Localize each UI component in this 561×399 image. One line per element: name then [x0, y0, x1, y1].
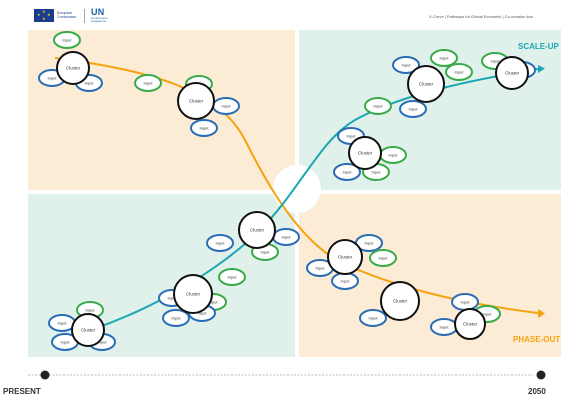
- present-label: PRESENT: [3, 387, 41, 396]
- input-label: Input: [282, 235, 292, 240]
- input-label: Input: [491, 59, 501, 64]
- timeline-end-handle[interactable]: [536, 370, 546, 380]
- input-label: Input: [98, 340, 108, 345]
- input-label: Input: [316, 266, 326, 271]
- input-label: Input: [200, 126, 210, 131]
- input-label: Input: [63, 38, 73, 43]
- cluster-node[interactable]: [407, 65, 445, 103]
- input-label: Input: [389, 153, 399, 158]
- phase-out-curve: [54, 57, 539, 314]
- input-node[interactable]: [333, 163, 361, 181]
- cluster-node[interactable]: [177, 82, 215, 120]
- cluster-node[interactable]: [56, 51, 90, 85]
- input-node[interactable]: [162, 309, 190, 327]
- input-label: Input: [198, 311, 208, 316]
- input-label: Input: [341, 279, 351, 284]
- cluster-node[interactable]: [495, 56, 529, 90]
- cluster-node[interactable]: [238, 211, 276, 249]
- input-label: Input: [343, 170, 353, 175]
- cluster-label: Cluster: [463, 322, 478, 327]
- cluster-label: Cluster: [81, 328, 96, 333]
- input-label: Input: [440, 325, 450, 330]
- scale-up-arrow-icon: [538, 65, 545, 73]
- input-label: Input: [58, 321, 68, 326]
- input-node[interactable]: [430, 49, 458, 67]
- input-label: Input: [85, 81, 95, 86]
- un-logo-subtext: environment programme: [91, 16, 108, 24]
- input-label: Input: [409, 107, 419, 112]
- phase-out-label: PHASE-OUT: [513, 335, 560, 344]
- input-label: Input: [228, 275, 238, 280]
- cluster-node[interactable]: [348, 136, 382, 170]
- cluster-label: Cluster: [338, 255, 353, 260]
- input-node[interactable]: [53, 31, 81, 49]
- input-node[interactable]: [190, 119, 218, 137]
- cluster-label: Cluster: [189, 99, 204, 104]
- input-node[interactable]: [364, 97, 392, 115]
- input-node[interactable]: [218, 268, 246, 286]
- cluster-label: Cluster: [419, 82, 434, 87]
- scale-up-label: SCALE-UP: [518, 42, 560, 51]
- input-node[interactable]: [369, 249, 397, 267]
- cluster-label: Cluster: [186, 292, 201, 297]
- cluster-node[interactable]: [71, 313, 105, 347]
- header-divider: [84, 9, 85, 23]
- cluster-label: Cluster: [250, 228, 265, 233]
- input-label: Input: [61, 340, 71, 345]
- quadrant-top-right: [299, 30, 561, 190]
- timeline-start-handle[interactable]: [40, 370, 50, 380]
- un-logo: UN: [91, 7, 105, 17]
- cluster-node[interactable]: [327, 239, 363, 275]
- input-label: Input: [379, 256, 389, 261]
- input-label: Input: [372, 170, 382, 175]
- eu-logo-text: European Commission: [57, 11, 77, 19]
- input-label: Input: [483, 312, 493, 317]
- input-label: Input: [455, 70, 465, 75]
- timeline-bar: [28, 370, 546, 380]
- input-node[interactable]: [134, 74, 162, 92]
- timeline: PRESENT 2050: [0, 356, 561, 399]
- cluster-label: Cluster: [505, 71, 520, 76]
- input-label: Input: [261, 250, 271, 255]
- input-label: Input: [402, 63, 412, 68]
- input-node[interactable]: [399, 100, 427, 118]
- input-label: Input: [209, 300, 219, 305]
- cluster-label: Cluster: [66, 66, 81, 71]
- end-year-label: 2050: [528, 387, 546, 396]
- input-node[interactable]: [206, 234, 234, 252]
- cluster-node[interactable]: [454, 308, 486, 340]
- input-label: Input: [461, 300, 471, 305]
- input-node[interactable]: [392, 56, 420, 74]
- input-node[interactable]: [445, 63, 473, 81]
- cluster-label: Cluster: [393, 299, 408, 304]
- eu-flag-logo: ★★★★: [34, 9, 54, 22]
- header: ★★★★ European Commission UN environment …: [0, 0, 561, 26]
- cluster-node[interactable]: [380, 281, 420, 321]
- cluster-node[interactable]: [173, 274, 213, 314]
- input-label: Input: [369, 316, 379, 321]
- input-label: Input: [172, 316, 182, 321]
- phase-out-arrow-icon: [538, 309, 545, 318]
- input-label: Input: [347, 134, 357, 139]
- input-label: Input: [365, 241, 375, 246]
- input-node[interactable]: [359, 309, 387, 327]
- input-label: Input: [86, 308, 96, 313]
- header-title: X-Curve | Pathways for Global Economic |…: [429, 14, 533, 19]
- input-label: Input: [222, 104, 232, 109]
- input-label: Input: [144, 81, 154, 86]
- input-label: Input: [374, 104, 384, 109]
- input-label: Input: [440, 56, 450, 61]
- input-label: Input: [216, 241, 226, 246]
- input-label: Input: [48, 76, 58, 81]
- cluster-label: Cluster: [358, 151, 373, 156]
- input-label: Input: [168, 296, 178, 301]
